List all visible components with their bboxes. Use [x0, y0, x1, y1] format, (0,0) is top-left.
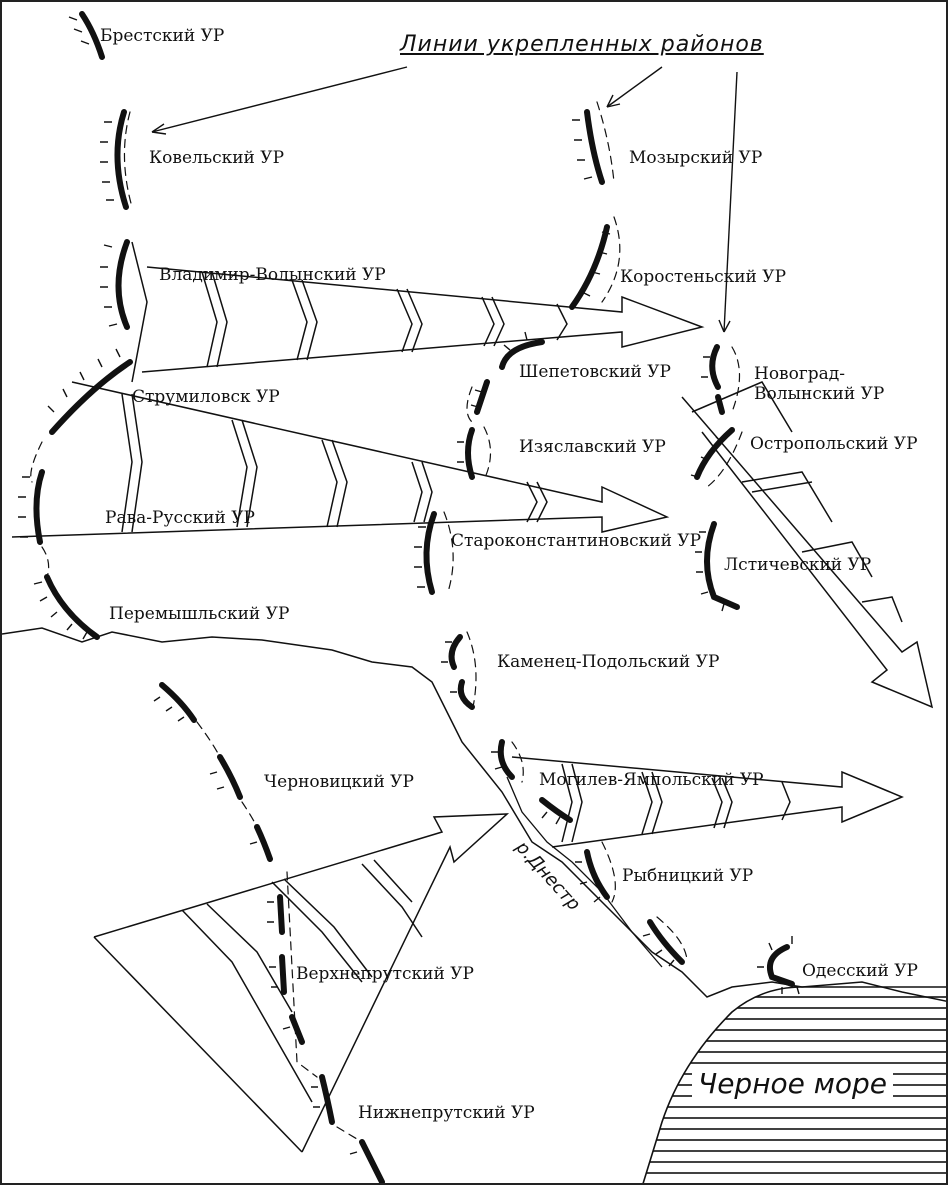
attack-arrow-2 [11, 381, 670, 538]
label-brest: Брестский УР [100, 26, 225, 46]
label-odessa: Одесский УР [802, 961, 918, 981]
map-title: Линии укрепленных районов [400, 32, 764, 57]
label-vladimir: Владимир-Волынский УР [159, 265, 386, 285]
attack-arrow-1 [131, 241, 705, 383]
label-shepetov: Шепетовский УР [519, 362, 671, 382]
fortification-lines [30, 11, 795, 1183]
label-chernovitsy: Черновицкий УР [264, 772, 414, 792]
dniester-river [506, 776, 663, 968]
title-pointers [151, 66, 738, 333]
label-nizhneprut: Нижнепрутский УР [358, 1103, 535, 1123]
attack-arrow-5 [93, 813, 510, 1153]
label-kamenets: Каменец-Подольский УР [497, 652, 720, 672]
label-verkhneprut: Верхнепрутский УР [296, 964, 474, 984]
label-izyaslav: Изяславский УР [519, 437, 666, 457]
label-novograd: Новоград-Волынский УР [754, 364, 885, 404]
fortification-ticks [18, 16, 800, 1155]
label-peremyshl: Перемышльский УР [109, 604, 290, 624]
label-korosten: Коростеньский УР [620, 267, 787, 287]
attack-arrow-3 [681, 381, 934, 709]
label-letichev: Лстичевский УР [724, 555, 872, 575]
label-ostropol: Остропольский УР [750, 434, 918, 454]
label-starokonst: Староконстантиновский УР [451, 531, 702, 551]
label-rybnitsa: Рыбницкий УР [622, 866, 754, 886]
label-rava: Рава-Русский УР [105, 508, 255, 528]
attack-arrow-4 [511, 756, 904, 848]
label-kovel: Ковельский УР [149, 148, 285, 168]
border-line [2, 627, 946, 1002]
sea-label: Черное море [692, 1067, 894, 1100]
label-mozyr: Мозырский УР [629, 148, 763, 168]
label-strumilovsk: Струмиловск УР [132, 387, 280, 407]
label-mogilev: Могилев-Ямпольский УР [539, 770, 764, 790]
